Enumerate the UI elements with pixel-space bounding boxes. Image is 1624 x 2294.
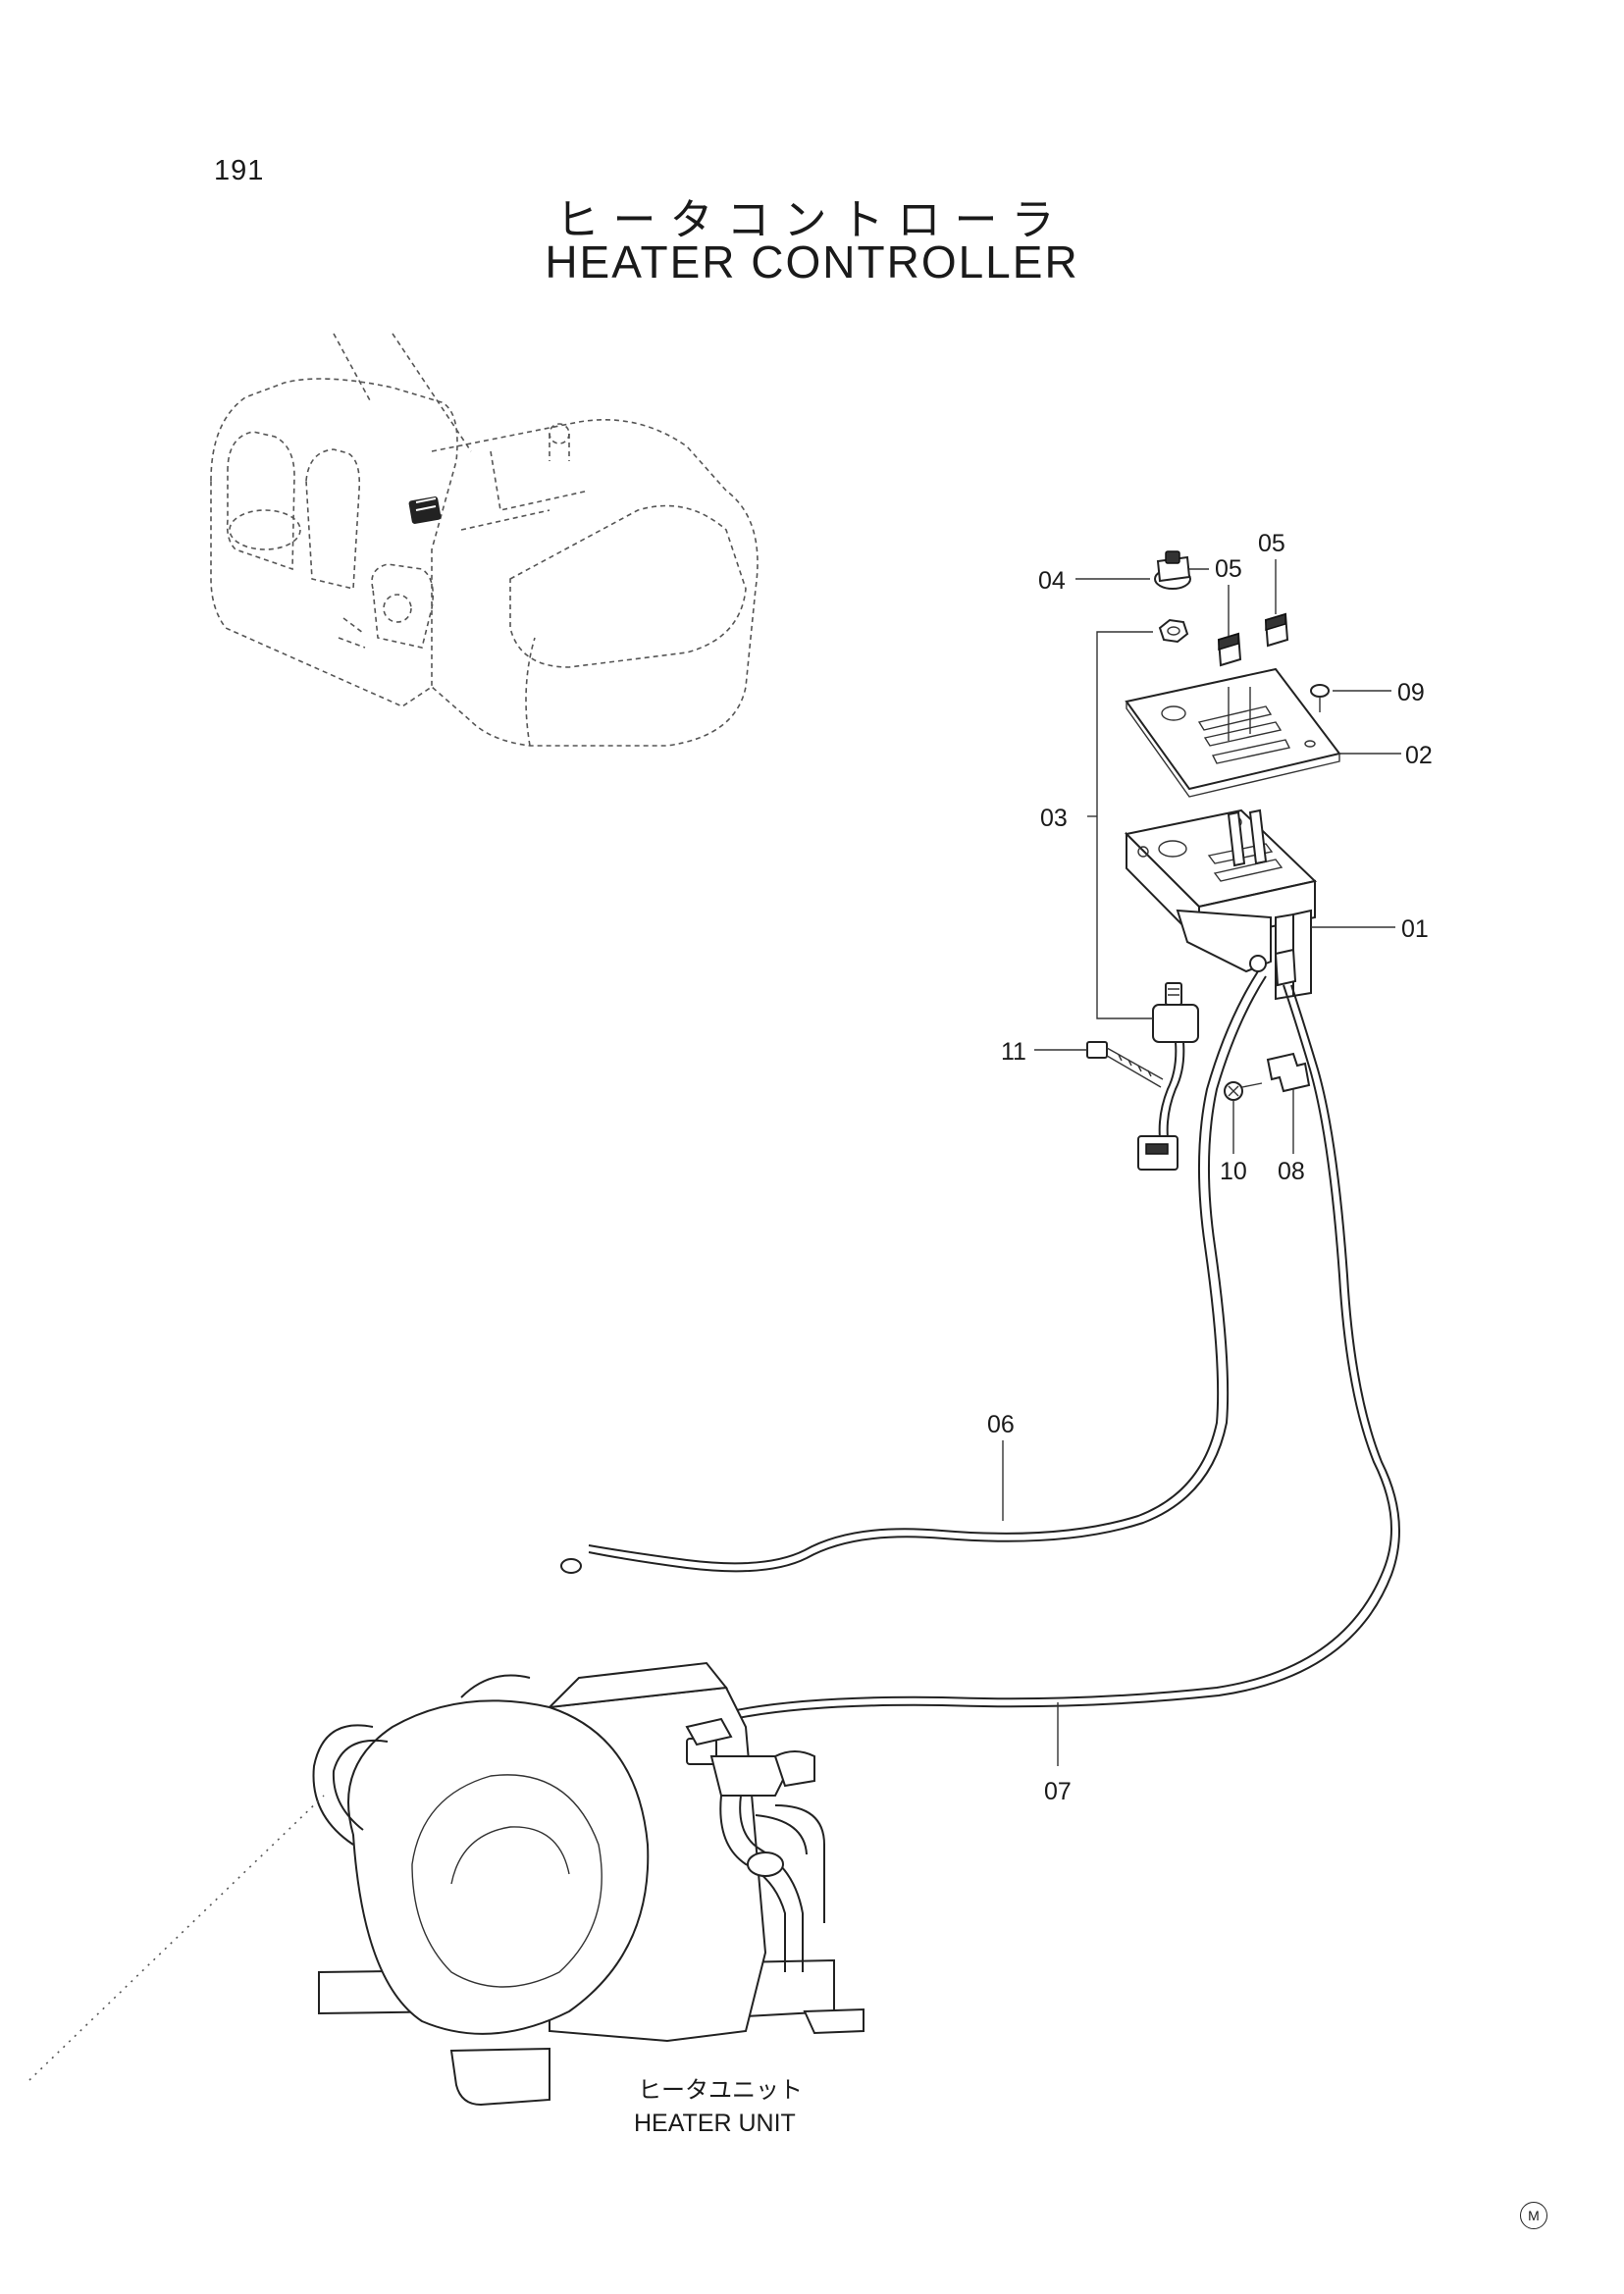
callout-03: 03 bbox=[1040, 805, 1068, 832]
switch-part-03 bbox=[1137, 982, 1199, 1171]
cables bbox=[560, 970, 1400, 1721]
title-japanese: ヒータコントローラ bbox=[555, 195, 1069, 245]
controller-exploded-view bbox=[1086, 550, 1341, 1171]
cable-07 bbox=[725, 984, 1392, 1713]
callout-07: 07 bbox=[1044, 1778, 1072, 1805]
screw-part-09 bbox=[1310, 684, 1330, 712]
title-english: HEATER CONTROLLER bbox=[545, 236, 1079, 287]
callout-05b: 05 bbox=[1258, 530, 1285, 557]
controller-location-icon bbox=[408, 496, 442, 524]
heater-unit-label-en: HEATER UNIT bbox=[634, 2110, 796, 2137]
callout-06: 06 bbox=[987, 1411, 1015, 1438]
callout-05a: 05 bbox=[1215, 555, 1242, 583]
callout-10: 10 bbox=[1220, 1158, 1247, 1185]
cover-plate-part-02 bbox=[1125, 667, 1341, 798]
callout-08: 08 bbox=[1278, 1158, 1305, 1185]
page-number: 191 bbox=[214, 155, 265, 186]
nut-part bbox=[1158, 618, 1189, 644]
cable-tie-part-11 bbox=[1086, 1041, 1164, 1088]
knob-part-04 bbox=[1154, 550, 1191, 590]
callout-11: 11 bbox=[1001, 1038, 1026, 1066]
clamp-part-08 bbox=[1266, 1052, 1311, 1093]
cable-06 bbox=[588, 970, 1259, 1565]
heater-unit-label: ヒータユニット HEATER UNIT bbox=[634, 2076, 803, 2137]
controller-bracket-part-01 bbox=[1124, 808, 1318, 1001]
screw-part-10 bbox=[1224, 1081, 1263, 1101]
manufacturer-mark: M bbox=[1520, 2202, 1547, 2229]
heater-unit-label-ja: ヒータユニット bbox=[638, 2076, 803, 2104]
button-part-05a bbox=[1217, 632, 1242, 667]
leader-lines bbox=[28, 559, 1401, 2081]
excavator-overview-illustration bbox=[210, 333, 759, 747]
heater-unit-illustration bbox=[312, 1661, 864, 2107]
callout-01: 01 bbox=[1401, 915, 1429, 943]
callout-02: 02 bbox=[1405, 742, 1433, 769]
callout-labels: 04 05 05 09 02 03 01 11 10 08 06 07 bbox=[987, 530, 1433, 1805]
callout-04: 04 bbox=[1038, 567, 1066, 595]
button-part-05b bbox=[1264, 612, 1289, 648]
callout-09: 09 bbox=[1397, 679, 1425, 706]
